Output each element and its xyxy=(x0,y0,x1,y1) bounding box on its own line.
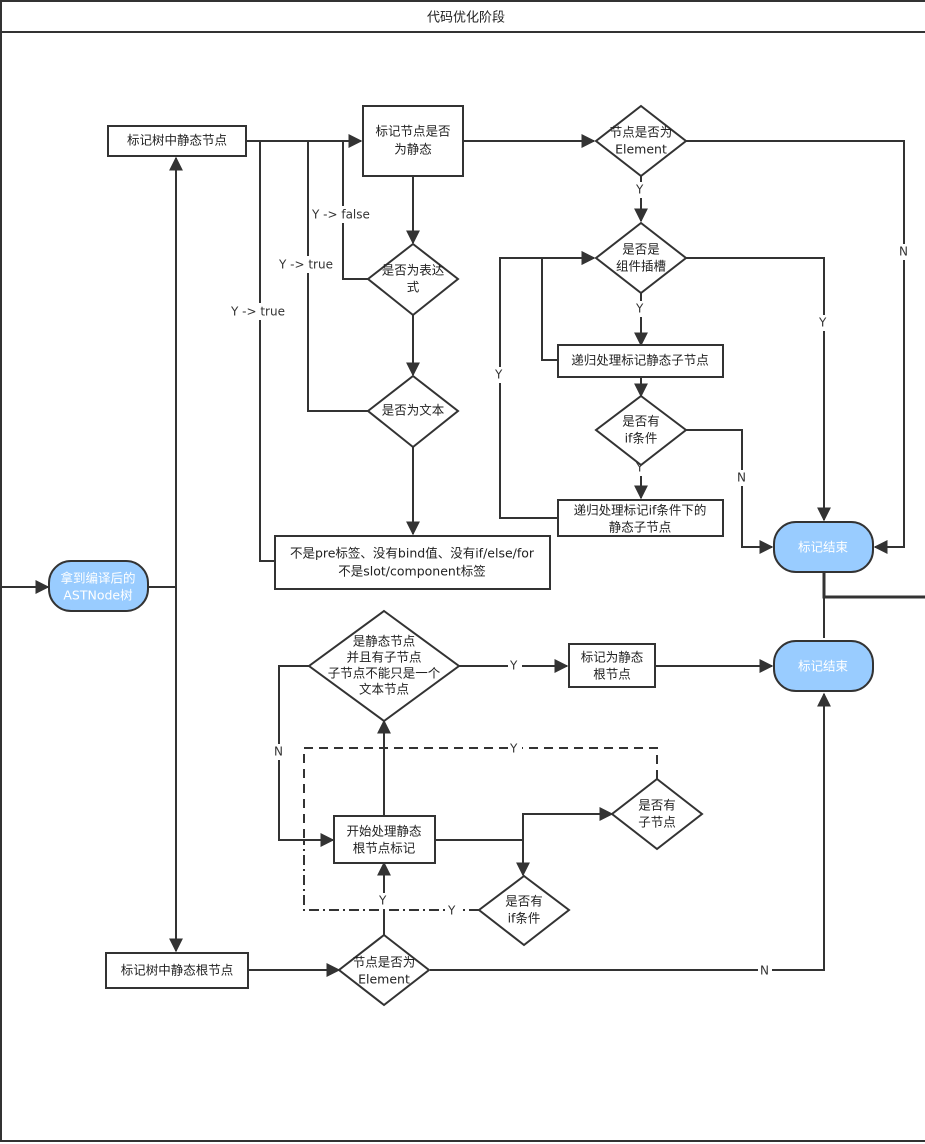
node-is-component-slot-line2: 组件插槽 xyxy=(616,259,666,274)
node-is-element-top-line1: 节点是否为 xyxy=(610,125,673,140)
node-static-conditions-line1: 不是pre标签、没有bind值、没有if/else/for xyxy=(290,546,535,561)
swimlane-title: 代码优化阶段 xyxy=(427,11,505,26)
label-check-y: Y xyxy=(509,659,518,673)
label-hasif-bottom-y: Y xyxy=(447,904,456,918)
node-is-element-top-line2: Element xyxy=(615,142,667,157)
label-element-bottom-n: N xyxy=(760,964,769,978)
node-static-root-check: 是静态节点 并且有子节点 子节点不能只是一个 文本节点 xyxy=(307,609,461,723)
node-has-if-top-line2: if条件 xyxy=(625,431,658,446)
label-check-n: N xyxy=(274,745,283,759)
edge-slot-y-to-end xyxy=(686,257,831,522)
node-is-text-text: 是否为文本 xyxy=(382,403,445,418)
node-start-root-process-line2: 根节点标记 xyxy=(353,841,416,856)
node-end-top: 标记结束 xyxy=(773,521,874,573)
node-has-if-bottom-line1: 是否有 xyxy=(505,894,543,909)
edge-process-to-children xyxy=(522,807,614,840)
edge-element-n-to-end xyxy=(686,140,905,554)
label-slot-y: Y xyxy=(818,316,827,330)
node-mark-static-root-line1: 标记为静态 xyxy=(581,650,644,665)
node-is-expression: 是否为表达 式 xyxy=(366,242,460,317)
label-y-true-2: Y -> true xyxy=(230,305,285,319)
node-static-conditions-line2: 不是slot/component标签 xyxy=(338,564,486,579)
edge-children-y-loop xyxy=(303,747,658,840)
node-mark-static-roots: 标记树中静态根节点 xyxy=(105,952,249,989)
node-has-if-bottom: 是否有 if条件 xyxy=(477,874,571,947)
label-recurseif-y: Y xyxy=(494,368,503,382)
label-hasif-n: N xyxy=(737,471,746,485)
edge-hasif-n-to-end xyxy=(686,429,774,554)
node-mark-static-root-line2: 根节点 xyxy=(593,667,631,682)
edge-element-bottom-n xyxy=(430,692,831,971)
node-is-static-line2: 为静态 xyxy=(394,142,432,157)
node-is-static-line1: 标记节点是否 xyxy=(375,124,450,139)
node-mark-static-nodes-text: 标记树中静态节点 xyxy=(127,133,227,148)
node-mark-static-root: 标记为静态 根节点 xyxy=(568,643,656,688)
node-start-line1: 拿到编译后的 xyxy=(60,571,135,586)
node-start-root-process-line1: 开始处理静态 xyxy=(346,824,421,839)
node-recurse-if-children-line2: 静态子节点 xyxy=(609,520,672,535)
node-start-root-process: 开始处理静态 根节点标记 xyxy=(333,815,436,864)
node-is-element-bottom: 节点是否为 Element xyxy=(337,933,431,1007)
edge-hasif-bottom-y-loop xyxy=(303,840,479,911)
node-start: 拿到编译后的 ASTNode树 xyxy=(48,560,149,612)
node-recurse-static-children-text: 递归处理标记静态子节点 xyxy=(571,353,709,368)
node-has-if-top: 是否有 if条件 xyxy=(594,394,688,467)
node-end-bottom: 标记结束 xyxy=(773,640,874,692)
node-end-top-text: 标记结束 xyxy=(798,540,849,555)
node-start-line2: ASTNode树 xyxy=(63,588,132,603)
node-is-expression-line2: 式 xyxy=(407,280,420,295)
label-y-false: Y -> false xyxy=(311,208,370,222)
label-element-n: N xyxy=(899,245,908,259)
node-recurse-if-children: 递归处理标记if条件下的 静态子节点 xyxy=(557,499,724,537)
edge-labels: Y -> false Y -> true Y -> true Y N Y Y Y… xyxy=(229,182,911,979)
node-is-expression-line1: 是否为表达 xyxy=(382,263,445,278)
node-is-component-slot-line1: 是否是 xyxy=(622,242,660,257)
node-is-static: 标记节点是否 为静态 xyxy=(362,105,464,177)
edge-text-true-loop xyxy=(307,141,368,412)
node-recurse-static-children: 递归处理标记静态子节点 xyxy=(557,344,724,378)
node-has-children-line2: 子节点 xyxy=(638,815,676,830)
edge-recurseif-loop xyxy=(499,251,596,519)
node-is-element-bottom-line1: 节点是否为 xyxy=(353,955,416,970)
node-end-bottom-text: 标记结束 xyxy=(798,659,849,674)
label-hasif-y: Y xyxy=(635,461,644,475)
node-is-text: 是否为文本 xyxy=(366,374,460,449)
node-mark-static-nodes: 标记树中静态节点 xyxy=(107,125,247,157)
node-static-root-check-line2: 并且有子节点 xyxy=(346,650,421,665)
node-static-root-check-line3: 子节点不能只是一个 xyxy=(328,666,441,681)
edge-expression-false-loop xyxy=(342,141,368,280)
node-static-conditions: 不是pre标签、没有bind值、没有if/else/for 不是slot/com… xyxy=(274,535,551,590)
label-children-y: Y xyxy=(509,742,518,756)
node-recurse-if-children-line1: 递归处理标记if条件下的 xyxy=(574,503,707,518)
node-mark-static-roots-text: 标记树中静态根节点 xyxy=(121,963,234,978)
node-has-if-bottom-line2: if条件 xyxy=(508,911,541,926)
node-is-element-bottom-line2: Element xyxy=(358,972,410,987)
node-is-element-top: 节点是否为 Element xyxy=(594,104,688,178)
edge-end-top-exit xyxy=(822,573,925,599)
node-has-children: 是否有 子节点 xyxy=(610,777,704,851)
node-has-children-line1: 是否有 xyxy=(638,798,676,813)
label-slot-down-y: Y xyxy=(635,302,644,316)
node-static-root-check-line4: 文本节点 xyxy=(359,682,409,697)
edge-check-n-loop xyxy=(278,665,335,847)
label-y-true-1: Y -> true xyxy=(278,258,333,272)
edge-conditions-true-loop xyxy=(259,141,275,562)
label-element-bottom-y: Y xyxy=(378,894,387,908)
node-is-component-slot: 是否是 组件插槽 xyxy=(594,221,688,295)
node-static-root-check-line1: 是静态节点 xyxy=(353,634,416,649)
node-has-if-top-line1: 是否有 xyxy=(622,414,660,429)
label-element-y: Y xyxy=(635,183,644,197)
